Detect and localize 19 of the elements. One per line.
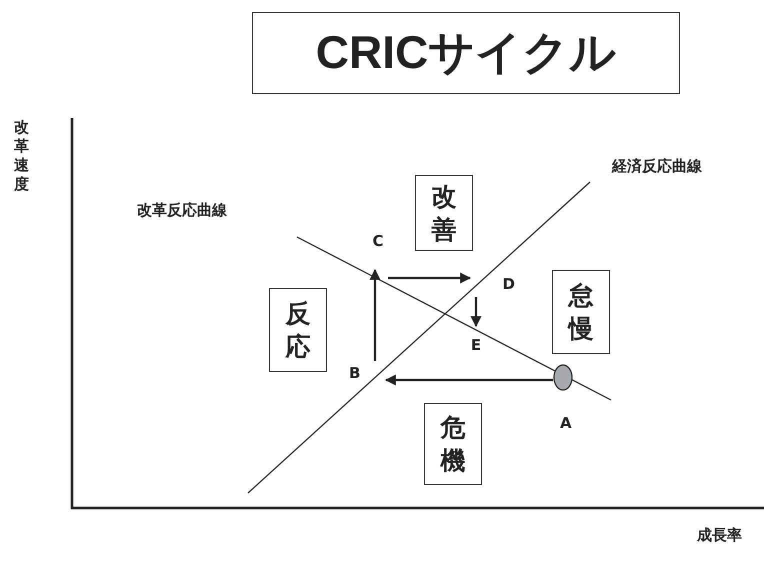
point-marker xyxy=(553,364,573,391)
axis-label: 成長率 xyxy=(697,526,742,545)
arrow xyxy=(470,297,482,328)
curve-label: 経済反応曲線 xyxy=(612,157,702,176)
text-box: 危機 xyxy=(424,403,482,485)
title: CRICサイクル xyxy=(252,12,680,94)
text-box: 怠慢 xyxy=(552,270,610,354)
arrow xyxy=(370,268,380,361)
arrow xyxy=(384,374,553,386)
text-box: 反応 xyxy=(269,288,327,372)
text-box: 改善 xyxy=(415,175,473,251)
point-label: E xyxy=(466,326,486,354)
curve-label: 改革反応曲線 xyxy=(137,201,227,220)
axis-label: 改革速度 xyxy=(14,118,30,194)
point-label: C xyxy=(368,232,388,270)
point-label: A xyxy=(560,414,572,432)
arrow xyxy=(388,272,472,284)
point-label: D xyxy=(470,270,515,297)
point-label: B xyxy=(349,361,386,384)
